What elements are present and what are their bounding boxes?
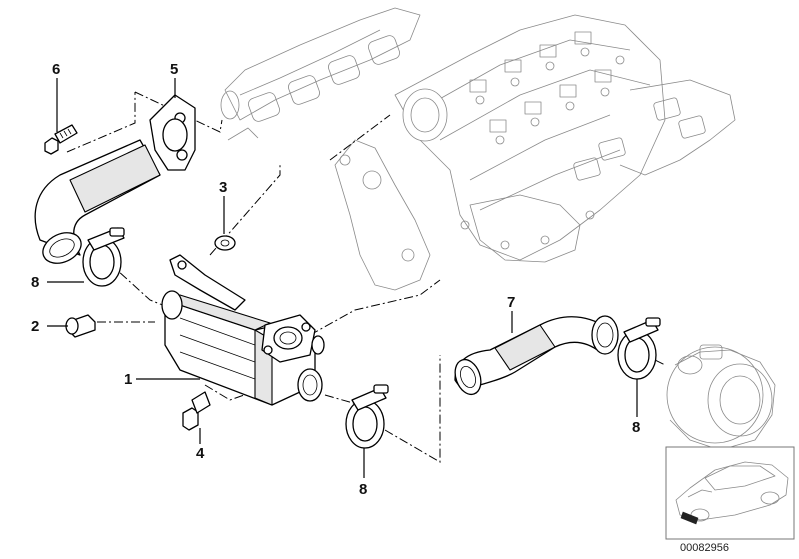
leader-lines — [47, 78, 638, 478]
vehicle-thumbnail — [665, 446, 795, 540]
callout-6: 6 — [52, 61, 60, 78]
diagram-reference-number: 00082956 — [680, 542, 729, 554]
car-silhouette-icon — [675, 461, 789, 525]
callout-8-bottom: 8 — [359, 481, 367, 498]
washer-3 — [214, 235, 236, 251]
hose-clamp-8-right — [617, 317, 661, 380]
bolt-4 — [182, 391, 211, 431]
hose-clamp-8-upper-left — [82, 227, 125, 287]
egr-pipe-7 — [454, 315, 619, 396]
callout-1: 1 — [124, 371, 132, 388]
callout-8-right: 8 — [632, 419, 640, 436]
hose-clamp-8-lower-middle — [345, 384, 389, 449]
callout-8-left: 8 — [31, 274, 39, 291]
callout-4: 4 — [196, 445, 205, 462]
cylinder-head-ghost — [394, 14, 666, 261]
egr-cooler-1 — [161, 254, 325, 406]
bolt-6 — [44, 124, 78, 155]
bolt-2 — [65, 314, 96, 338]
mounting-bracket-ghost — [334, 139, 431, 291]
callout-3: 3 — [219, 179, 227, 196]
callout-5: 5 — [170, 61, 178, 78]
callout-2: 2 — [31, 318, 39, 335]
callout-labels: 1 2 3 4 5 6 7 8 8 8 — [31, 61, 640, 498]
egr-pipe-5 — [34, 94, 196, 264]
intake-manifold-ghost — [469, 79, 736, 263]
throttle-body-ghost — [666, 344, 776, 451]
exhaust-manifold-ghost — [220, 7, 421, 141]
callout-7: 7 — [507, 294, 515, 311]
